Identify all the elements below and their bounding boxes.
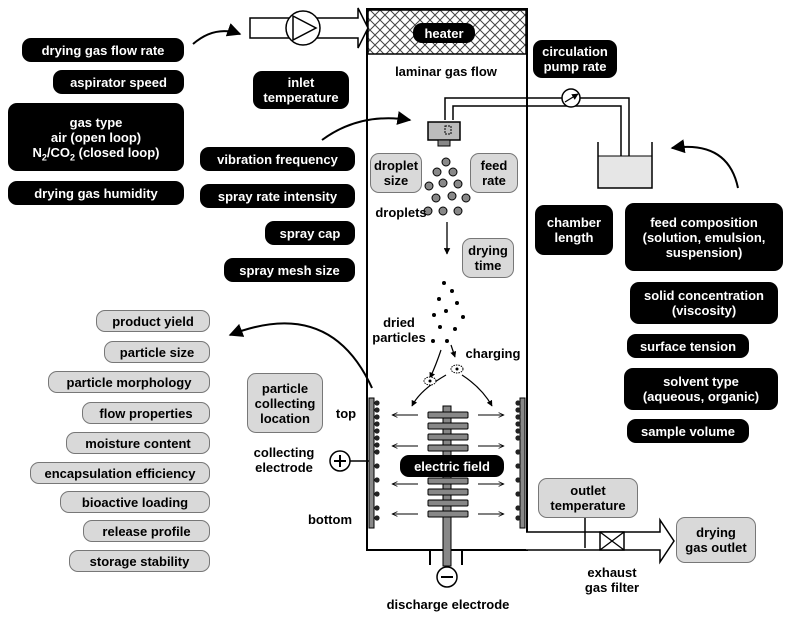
- curve-arrow-outputs: [228, 322, 373, 389]
- charging-label: charging: [465, 345, 521, 361]
- drying-gas-humidity-label: drying gas humidity: [8, 181, 184, 205]
- feed-tube: [444, 97, 630, 160]
- output-flow-properties: flow properties: [82, 402, 210, 424]
- feed-reservoir: [597, 142, 653, 189]
- curve-arrow-feed: [670, 139, 739, 189]
- output-moisture-content: moisture content: [66, 432, 210, 454]
- output-bioactive-loading: bioactive loading: [60, 491, 210, 513]
- droplets-cloud: [423, 157, 471, 216]
- pump-icon: [285, 10, 321, 46]
- pump-triangle: [292, 14, 318, 42]
- discharge-electrode-plates: [427, 411, 469, 518]
- solvent-type-label: solvent type(aqueous, organic): [624, 368, 778, 410]
- curve-arrow-gas: [192, 23, 242, 45]
- feed-tube-inner: [452, 105, 622, 160]
- charging-arrow-left: [429, 349, 442, 379]
- electric-field-label: electric field: [400, 455, 504, 477]
- spray-cap-label: spray cap: [265, 221, 355, 245]
- collected-particles-left: [374, 400, 380, 521]
- collecting-electrode-left: [368, 397, 375, 529]
- charging-arrow-mid: [450, 344, 457, 358]
- output-particle-size: particle size: [104, 341, 210, 363]
- solid-concentration-label: solid concentration(viscosity): [630, 282, 778, 324]
- collected-particles-right: [515, 400, 521, 521]
- gas-type-label: gas type air (open loop) N2/CO2 (closed …: [8, 103, 184, 171]
- charged-particle-left: [423, 376, 437, 386]
- heater-element: [367, 9, 527, 55]
- output-encapsulation-efficiency: encapsulation efficiency: [30, 462, 210, 484]
- curve-arrow-vibration: [321, 111, 412, 141]
- charged-particle-right: [450, 364, 464, 374]
- heater-label: heater: [413, 23, 475, 43]
- bottom-label: bottom: [307, 511, 353, 527]
- dried-particles-dots: [431, 281, 465, 343]
- feed-reservoir-liquid: [598, 156, 652, 188]
- droplets-label: droplets: [375, 204, 427, 220]
- circulation-pump-arrow: [564, 93, 579, 103]
- laminar-gas-flow-label: laminar gas flow: [395, 63, 497, 79]
- output-particle-morphology: particle morphology: [48, 371, 210, 393]
- output-storage-stability: storage stability: [69, 550, 210, 572]
- field-arrows: [392, 415, 504, 514]
- vibration-frequency-label: vibration frequency: [200, 147, 355, 171]
- sample-volume-label: sample volume: [627, 419, 749, 443]
- deflection-arrow-left: [411, 374, 447, 407]
- deflection-arrow-right: [461, 374, 493, 407]
- feed-composition-label: feed composition(solution, emulsion,susp…: [625, 203, 783, 271]
- discharge-electrode-rod: [442, 405, 452, 567]
- spray-nozzle: [427, 121, 461, 141]
- exhaust-filter-cross: [599, 531, 625, 551]
- drying-gas-flow-rate-label: drying gas flow rate: [22, 38, 184, 62]
- discharge-electrode-label: discharge electrode: [386, 596, 510, 612]
- top-label: top: [335, 405, 357, 421]
- spray-mesh-size-label: spray mesh size: [224, 258, 355, 282]
- output-release-profile: release profile: [83, 520, 210, 542]
- chamber-outlet-funnel: [368, 549, 526, 565]
- collecting-electrode-right: [519, 397, 526, 529]
- output-product-yield: product yield: [96, 310, 210, 332]
- aspirator-speed-label: aspirator speed: [53, 70, 184, 94]
- spray-rate-intensity-label: spray rate intensity: [200, 184, 355, 208]
- surface-tension-label: surface tension: [627, 334, 749, 358]
